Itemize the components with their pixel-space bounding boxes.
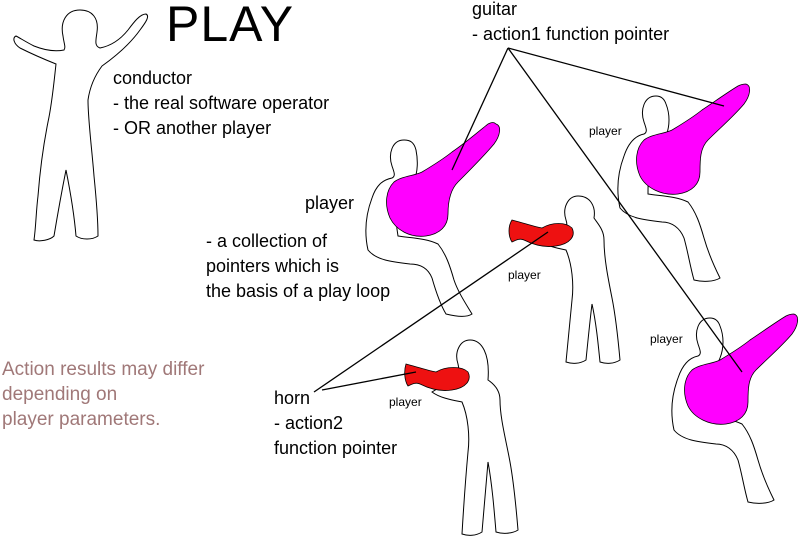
guitar-line-1: - action1 function pointer (472, 24, 670, 44)
action-results-note: Action results may differ depending on p… (2, 357, 204, 432)
player-tag-guitar-bottom: player (650, 332, 683, 346)
horn-heading: horn (274, 388, 311, 408)
conductor-line-2: - OR another player (113, 118, 272, 138)
note-line-3: player parameters. (2, 409, 161, 430)
player-tag-horn-middle: player (508, 268, 541, 282)
player-4-figure (539, 195, 621, 364)
horn-2 (404, 363, 470, 391)
guitar-2 (636, 83, 750, 195)
guitar-3 (684, 313, 798, 425)
player-desc-line-3: the basis of a play loop (206, 281, 391, 301)
horn-label: horn - action2 function pointer (274, 386, 397, 461)
guitar-pointer-line-2 (507, 47, 725, 107)
note-line-2: depending on (2, 384, 118, 405)
page-title: PLAY (166, 0, 295, 52)
note-line-1: Action results may differ (2, 359, 205, 380)
guitar-heading: guitar (472, 0, 518, 19)
guitar-pointer-line-1 (451, 47, 509, 171)
conductor-label: conductor - the real software operator -… (113, 66, 329, 141)
player-desc-line-1: - a collection of (206, 231, 328, 251)
player-tag-guitar-top: player (589, 124, 622, 138)
conductor-heading: conductor (113, 68, 193, 88)
player-description: - a collection of pointers which is the … (206, 229, 390, 304)
conductor-figure (13, 9, 149, 242)
horn-pointer-line-2 (321, 371, 417, 391)
horn-pointer-line-1 (313, 231, 549, 393)
horn-1 (508, 219, 574, 247)
guitar-label: guitar - action1 function pointer (472, 0, 669, 47)
player-heading: player (305, 193, 355, 213)
guitar-1 (386, 122, 500, 237)
player-desc-line-2: pointers which is (206, 256, 340, 276)
horn-line-1: - action2 (274, 413, 344, 433)
conductor-line-1: - the real software operator (113, 93, 330, 113)
player-tag-horn-bottom: player (389, 395, 422, 409)
horn-line-2: function pointer (274, 438, 398, 458)
guitar-pointer-line-3 (507, 47, 743, 373)
